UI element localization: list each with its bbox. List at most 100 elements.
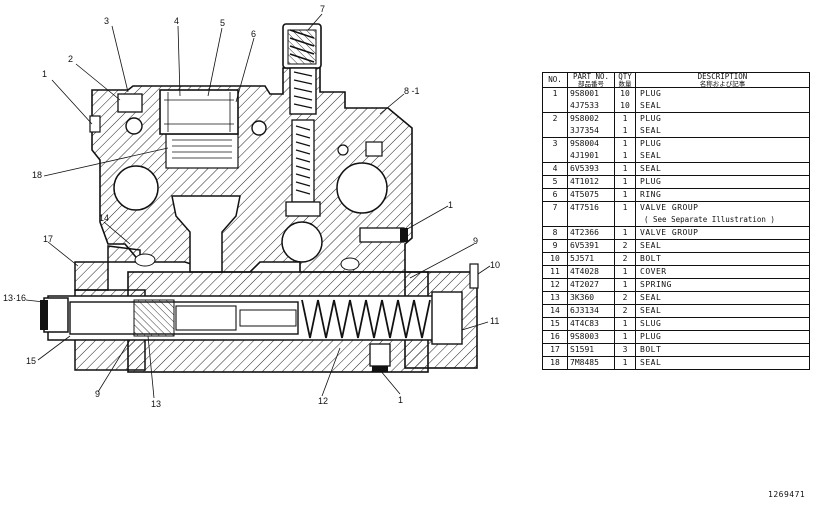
relief-valve-cartridge — [282, 23, 322, 217]
row-no: 3 — [542, 137, 568, 150]
table-row: 5 4T1012 1 PLUG — [542, 175, 810, 189]
row-no: 12 — [542, 278, 568, 292]
row-description: SEAL — [635, 356, 810, 370]
row-qty: 1 — [614, 137, 636, 150]
row-part-no: 4T5075 — [567, 188, 615, 202]
row-no: 15 — [542, 317, 568, 331]
row-part-no: 5J571 — [567, 252, 615, 266]
row-description: SEAL — [635, 304, 810, 318]
row-qty: 1 — [614, 278, 636, 292]
header-qty-sub: 数量 — [618, 79, 632, 88]
row-description: SEAL — [635, 100, 810, 113]
table-row: 6 4T5075 1 RING — [542, 188, 810, 202]
table-row: 4J7533 10 SEAL — [543, 100, 810, 113]
row-description: COVER — [635, 265, 810, 279]
row-qty: 2 — [614, 239, 636, 253]
callout-1: 1 — [42, 69, 47, 79]
row-description: PLUG — [635, 330, 810, 344]
row-no: 17 — [542, 343, 568, 357]
table-row: 14 6J3134 2 SEAL — [542, 304, 810, 318]
row-qty: 2 — [614, 304, 636, 318]
row-part-no: 4J1901 — [567, 150, 615, 163]
row-description: ( See Separate Illustration ) — [635, 214, 810, 227]
callout-9-lower: 9 — [95, 389, 100, 399]
row-part-no: 4J7533 — [567, 100, 615, 113]
callout-1-right: 1 — [448, 200, 453, 210]
row-no — [543, 100, 568, 113]
row-no: 5 — [542, 175, 568, 189]
header-qty: QTY 数量 — [614, 72, 636, 88]
row-no: 14 — [542, 304, 568, 318]
callout-14: 14 — [99, 213, 109, 223]
table-row: 10 5J571 2 BOLT — [542, 252, 810, 266]
header-part-no: PART NO. 部品番号 — [567, 72, 615, 88]
row-qty: 1 — [614, 112, 636, 125]
row-description: PLUG — [635, 175, 810, 189]
row-qty: 10 — [614, 100, 636, 113]
table-row: ( See Separate Illustration ) — [543, 214, 810, 227]
table-row: 1 9S8001 10 PLUG — [542, 87, 810, 100]
row-description: VALVE GROUP — [635, 226, 810, 240]
row-no: 2 — [542, 112, 568, 125]
row-part-no: 4T4C83 — [567, 317, 615, 331]
row-no: 16 — [542, 330, 568, 344]
row-part-no: 4T1012 — [567, 175, 615, 189]
lower-spool-housing — [40, 245, 479, 373]
table-row: 18 7M8485 1 SEAL — [542, 356, 810, 370]
table-row: 7 4T7516 1 VALVE GROUP — [542, 201, 810, 214]
callout-11: 11 — [490, 316, 499, 326]
row-qty: 3 — [614, 343, 636, 357]
row-part-no: 4T2366 — [567, 226, 615, 240]
row-no: 6 — [542, 188, 568, 202]
row-description: PLUG — [635, 137, 810, 150]
row-description: BOLT — [635, 252, 810, 266]
row-part-no: 9S8002 — [567, 112, 615, 125]
row-description: BOLT — [635, 343, 810, 357]
row-no: 10 — [542, 252, 568, 266]
row-no: 1 — [542, 87, 568, 100]
top-plug-cylinder — [89, 89, 239, 135]
row-description: SEAL — [635, 125, 810, 138]
header-part-no-sub: 部品番号 — [578, 79, 604, 88]
row-part-no: 9S8004 — [567, 137, 615, 150]
callout-13-16: 13·16 — [3, 293, 26, 303]
header-description: DESCRIPTION 名称および記事 — [635, 72, 810, 88]
row-qty: 1 — [614, 125, 636, 138]
row-qty: 1 — [614, 226, 636, 240]
row-part-no: 9S8003 — [567, 330, 615, 344]
row-no — [543, 214, 568, 227]
row-qty: 1 — [614, 188, 636, 202]
row-qty: 10 — [614, 87, 636, 100]
upper-side-plugs — [359, 141, 408, 243]
row-part-no: 6J3134 — [567, 304, 615, 318]
row-no: 11 — [542, 265, 568, 279]
row-no — [543, 150, 568, 163]
row-no: 8 — [542, 226, 568, 240]
table-row: 17 S1591 3 BOLT — [542, 343, 810, 357]
row-part-no — [567, 214, 615, 227]
table-row: 9 6V5391 2 SEAL — [542, 239, 810, 253]
row-qty: 1 — [614, 175, 636, 189]
row-qty: 1 — [614, 330, 636, 344]
header-desc-label: DESCRIPTION — [697, 72, 748, 81]
callout-18: 18 — [32, 170, 42, 180]
row-part-no: 6V5393 — [567, 162, 615, 176]
row-part-no: 7M8485 — [567, 356, 615, 370]
parts-list-body: 1 9S8001 10 PLUG 4J7533 10 SEAL 2 9S8002… — [542, 87, 810, 370]
row-qty: 1 — [614, 162, 636, 176]
row-qty: 1 — [614, 265, 636, 279]
row-qty: 2 — [614, 291, 636, 305]
row-description: SPRING — [635, 278, 810, 292]
callout-12: 12 — [318, 396, 328, 406]
header-desc-sub: 名称および記事 — [699, 79, 746, 88]
table-row: 13 3K360 2 SEAL — [542, 291, 810, 305]
callout-6: 6 — [251, 29, 256, 39]
callout-13: 13 — [151, 399, 161, 409]
table-row: 11 4T4028 1 COVER — [542, 265, 810, 279]
row-part-no: 3J7354 — [567, 125, 615, 138]
row-description: SEAL — [635, 162, 810, 176]
drawing-number: 1269471 — [768, 490, 806, 499]
callout-17: 17 — [43, 234, 53, 244]
callout-9-right: 9 — [473, 236, 478, 246]
